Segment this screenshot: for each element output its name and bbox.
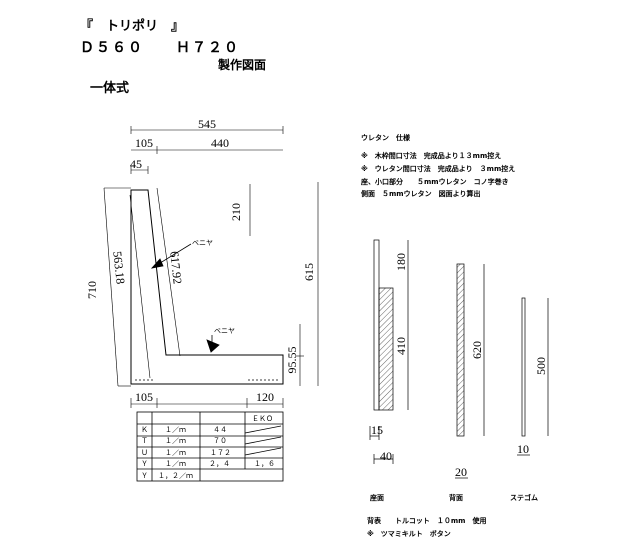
construction-type: 一体式 [90,81,130,96]
dim-back-620: 620 [470,341,484,359]
veneer-label-1: ベニヤ [192,239,213,247]
footer-line-2: ※ ツマミキルト ボタン [367,530,451,538]
table-r0-c0: Ｋ [141,426,148,434]
dim-seat-15: 15 [371,423,383,437]
veneer-arrow-2 [206,335,220,353]
veneer-label-2: ベニヤ [214,327,235,335]
dim-45: 45 [130,157,142,171]
drawing-subtitle: 製作図面 [218,58,267,72]
table-r2-c0: Ｕ [141,449,148,457]
dim-stegum-500: 500 [534,357,548,375]
part-stegum [517,297,549,456]
table-r4-c1: １，２／ｍ [158,472,193,480]
dim-seat-40: 40 [380,449,392,463]
table-r3-c1: １／ｍ [165,460,186,468]
table-r3-c0: Ｙ [141,460,148,468]
dim-95-55: 95.55 [285,347,299,374]
table-r1-c0: Ｔ [141,437,148,445]
dim-710: 710 [85,281,99,299]
note-line-3: 座、小口部分 ５mmウレタン コノ字巻き [361,178,509,186]
table-r3-c3: １，６ [254,460,275,468]
note-line-2: ※ ウレタン間口寸法 完成品より ３mm控え [361,165,516,173]
material-table-text: ＥＫＯ Ｋ １／ｍ ４４ Ｔ １／ｍ ７０ Ｕ １／ｍ １７２ Ｙ １／ｍ ２，… [141,415,275,480]
table-r2-c2: １７２ [210,449,231,457]
table-header-eko: ＥＫＯ [252,415,273,423]
footer-line-1: 背表 トルコット １０mm 使用 [367,517,487,525]
label-back: 背面 [449,494,463,502]
table-r0-c2: ４４ [213,426,227,434]
notes-heading: ウレタン 仕様 [361,134,410,142]
chair-side-profile [130,189,284,385]
table-r4-c0: Ｙ [141,472,148,480]
table-r3-c2: ２，４ [209,460,230,468]
table-r0-c1: １／ｍ [165,426,186,434]
dim-seat-410: 410 [394,337,408,355]
dim-105-bottom: 105 [135,390,153,404]
dim-back-20: 20 [455,465,467,479]
material-table [136,411,284,482]
note-line-4: 側面 ５mmウレタン 図面より算出 [361,190,481,198]
dim-545: 545 [198,117,216,131]
dim-120: 120 [256,390,274,404]
dim-105-top: 105 [135,136,153,150]
veneer-arrow-1 [150,243,192,269]
table-r2-c1: １／ｍ [165,449,186,457]
dim-440: 440 [211,136,229,150]
dim-210: 210 [229,203,243,221]
dim-563-18: 563.18 [110,250,127,284]
dimension-lines [103,126,319,408]
dim-615: 615 [302,263,316,281]
label-stegum: ステゴム [510,494,538,502]
note-line-1: ※ 木枠間口寸法 完成品より１３mm控え [361,152,502,160]
label-seat: 座面 [370,494,384,502]
table-r1-c2: ７０ [213,437,227,445]
drawing-title: 『 トリポリ 』 [80,19,185,34]
dimension-spec: Ｄ５６０ Ｈ７２０ [80,40,240,56]
dim-617-92: 617.92 [167,250,184,284]
part-seat [369,239,409,464]
dim-seat-180: 180 [394,253,408,271]
part-back [455,263,485,479]
table-r1-c1: １／ｍ [165,437,186,445]
dim-stegum-10: 10 [517,442,529,456]
